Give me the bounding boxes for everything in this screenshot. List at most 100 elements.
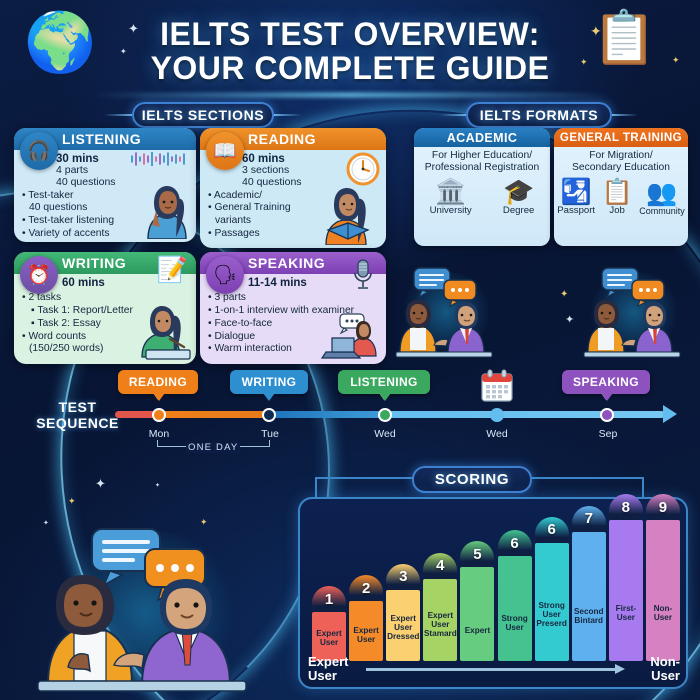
pill-tail (379, 393, 391, 401)
timeline-pill-label: SPEAKING (573, 375, 639, 389)
timeline-dot-speaking[interactable] (600, 408, 614, 422)
format-item: 🛂 Passport (557, 177, 595, 216)
timeline-arrow-icon (663, 405, 677, 423)
scoring-connector-left-down (315, 477, 317, 499)
scoring-ribbon: SCORING (412, 466, 532, 493)
timeline-title-line2: SEQUENCE (36, 414, 119, 431)
timeline-day-label: Mon (148, 428, 170, 440)
scale-label-left: Expert User (308, 653, 349, 683)
band-number: 8 (621, 498, 631, 516)
section-sub-2: 40 questions (56, 175, 116, 188)
bullet-text: General Training (214, 202, 291, 214)
headphones-icon: 🎧 (20, 132, 58, 170)
section-bullets: • Academic/ • General Training variants … (208, 189, 291, 240)
format-card-academic[interactable]: ACADEMIC For Higher Education/ Professio… (414, 128, 550, 246)
woman-writing-icon (130, 303, 196, 364)
band-number: 6 (510, 534, 519, 552)
sparkle-icon: ✦ (155, 483, 161, 489)
pill-tail (153, 393, 165, 401)
ribbon-line-right (274, 114, 302, 116)
section-card-speaking[interactable]: SPEAKING 🗣 11-14 mins • 3 parts • 1-on-1… (200, 252, 386, 364)
timeline-pill-listening[interactable]: LISTENING (338, 370, 430, 400)
timeline-dot-listening[interactable] (378, 408, 392, 422)
bullet-text: Face-to-face (214, 317, 273, 329)
timeline-pill-reading[interactable]: READING (118, 370, 198, 400)
format-desc-line1: For Higher Education/ (431, 150, 533, 161)
timeline-pill-writing[interactable]: WRITING (230, 370, 308, 400)
section-card-header: READING (200, 128, 386, 150)
timeline-dot-writing[interactable] (262, 408, 276, 422)
section-card-header: LISTENING (14, 128, 196, 150)
scoring-connector-right-down (642, 477, 644, 499)
band-number: 6 (547, 521, 556, 539)
open-book-icon: 📖 (206, 132, 244, 170)
bar-label: First-User (615, 603, 637, 622)
sparkle-icon: ✦ (560, 289, 569, 300)
pencil-paper-icon: 📝 (156, 256, 188, 284)
band-number-cap: 7 (571, 505, 606, 532)
section-name: LISTENING (62, 131, 142, 147)
section-sub-1: 3 sections (242, 164, 290, 176)
formats-ribbon-line-left (440, 114, 466, 116)
one-day-gap (186, 443, 240, 453)
section-name: READING (248, 131, 317, 147)
format-item-label: Community (639, 205, 685, 216)
section-card-reading[interactable]: READING 📖 60 mins 3 sections 40 question… (200, 128, 386, 248)
woman-laptop-icon (316, 312, 382, 364)
job-resume-icon: 📋 (601, 177, 633, 206)
band-number-cap: 6 (497, 530, 532, 556)
band-number: 1 (324, 590, 334, 608)
passport-icon: 🛂 (560, 177, 592, 206)
timeline-pill-speaking[interactable]: SPEAKING (562, 370, 650, 400)
section-sub-2: 40 questions (242, 175, 302, 188)
format-card-general-training[interactable]: GENERAL TRAINING For Migration/ Secondar… (554, 128, 688, 246)
bullet-text: (150/250 words) (29, 343, 104, 355)
pill-tail (601, 393, 613, 401)
clock-icon: ⏰ (20, 256, 58, 294)
format-item: 🎓 Degree (503, 177, 535, 216)
timeline-segment (152, 411, 270, 418)
bottom-conversation-illustration (30, 495, 275, 700)
band-number-cap: 6 (534, 516, 569, 543)
waveform-icon (130, 151, 190, 167)
university-building-icon: 🏛️ (435, 177, 467, 206)
format-name: GENERAL TRAINING (559, 131, 683, 144)
timeline-segment (265, 411, 385, 418)
section-bullets: • 3 parts • 1-on-1 interview with examin… (208, 292, 355, 355)
section-card-writing[interactable]: WRITING ⏰ 60 mins • 2 tasks ▪ Task 1: Re… (14, 252, 196, 364)
timeline-dot-wed2[interactable] (490, 408, 504, 422)
format-card-header: ACADEMIC (414, 128, 550, 147)
scale-arrow-icon (366, 664, 625, 674)
band-number-cap: 4 (423, 552, 458, 579)
interview-illustration-right (580, 262, 692, 363)
format-item: 📋 Job (601, 177, 633, 216)
band-number-cap: 8 (608, 494, 643, 521)
calendar-icon (480, 369, 514, 408)
band-number: 2 (361, 579, 371, 597)
format-item: 👥 Community (639, 179, 685, 216)
sparkle-icon: ✦ (200, 517, 208, 527)
format-name: ACADEMIC (446, 130, 518, 145)
speaking-head-icon: 🗣 (206, 256, 244, 294)
bullet-text: 40 questions (29, 202, 88, 214)
section-duration: 11-14 mins (248, 277, 307, 289)
one-day-label: ONE DAY (188, 442, 239, 453)
timeline-dot-reading[interactable] (152, 408, 166, 422)
graduation-diploma-icon: 🎓 (503, 177, 535, 206)
scale-label-right: Non- User (650, 653, 680, 683)
section-card-listening[interactable]: LISTENING 🎧 30 mins 4 parts 40 questions… (14, 128, 196, 242)
timeline-segment (115, 411, 157, 418)
